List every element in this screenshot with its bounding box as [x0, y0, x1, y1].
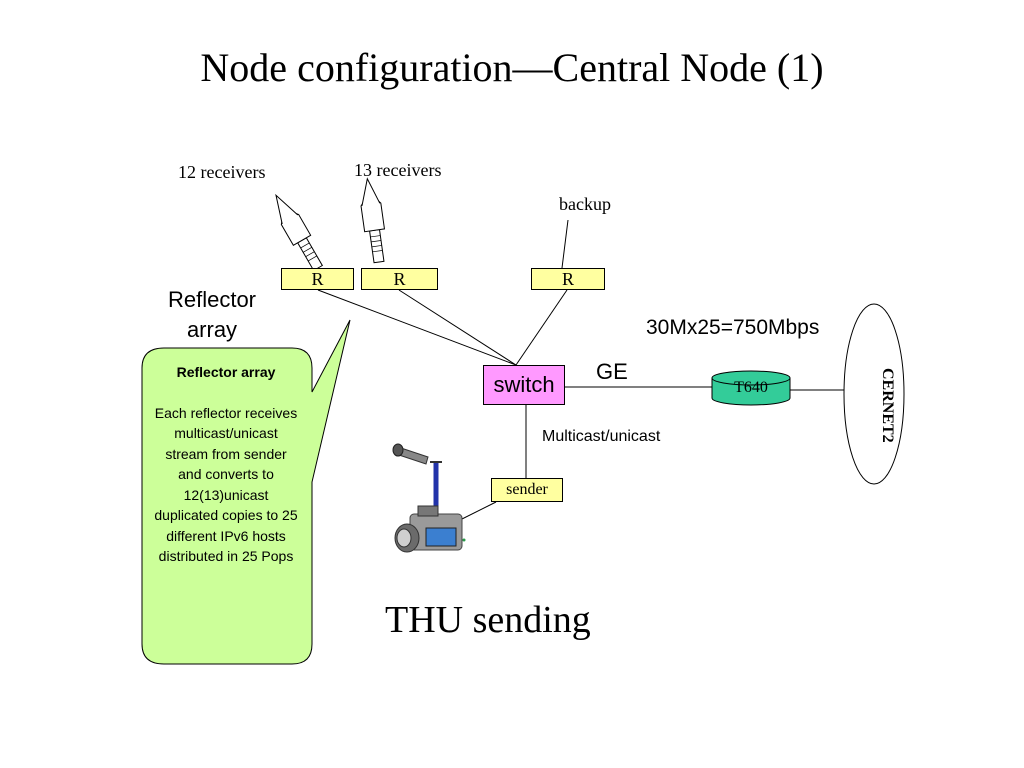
- callout-body: Each reflector receives multicast/unicas…: [154, 404, 298, 565]
- arrow-13-receivers: [360, 177, 386, 264]
- reflector-r2: R: [361, 268, 438, 290]
- link-backup-r3: [561, 219, 569, 269]
- link-r3-switch: [515, 289, 568, 366]
- callout-bubble: [141, 319, 351, 665]
- slide-title: Node configuration—Central Node (1): [200, 45, 824, 90]
- arrow-12-receivers: [275, 193, 324, 272]
- switch-node: switch: [483, 365, 565, 405]
- link-r1-switch: [317, 289, 517, 366]
- sender-node: sender: [491, 478, 563, 502]
- label-ge: GE: [596, 359, 628, 384]
- label-backup: backup: [559, 194, 611, 214]
- callout-text: Reflector array Each reflector receives …: [152, 362, 300, 567]
- label-13-receivers: 13 receivers: [354, 160, 442, 180]
- callout-title: Reflector array: [176, 364, 276, 380]
- link-r2-switch: [398, 289, 517, 366]
- cernet2-cloud: [843, 303, 905, 485]
- t640-router: [711, 370, 791, 406]
- label-reflector-array-line2: array: [186, 317, 238, 342]
- label-12-receivers: 12 receivers: [178, 162, 266, 182]
- t640-label: T640: [734, 379, 768, 396]
- video-camera-with-microphone-icon: [392, 443, 466, 553]
- reflector-r3: R: [531, 268, 605, 290]
- label-bandwidth: 30Mx25=750Mbps: [646, 316, 820, 339]
- label-multicast-unicast: Multicast/unicast: [542, 428, 661, 445]
- slide-subtitle: THU sending: [385, 599, 591, 641]
- label-reflector-array-line1: Reflector: [167, 287, 257, 312]
- reflector-r1: R: [281, 268, 354, 290]
- cernet2-label: CERNET2: [879, 367, 896, 443]
